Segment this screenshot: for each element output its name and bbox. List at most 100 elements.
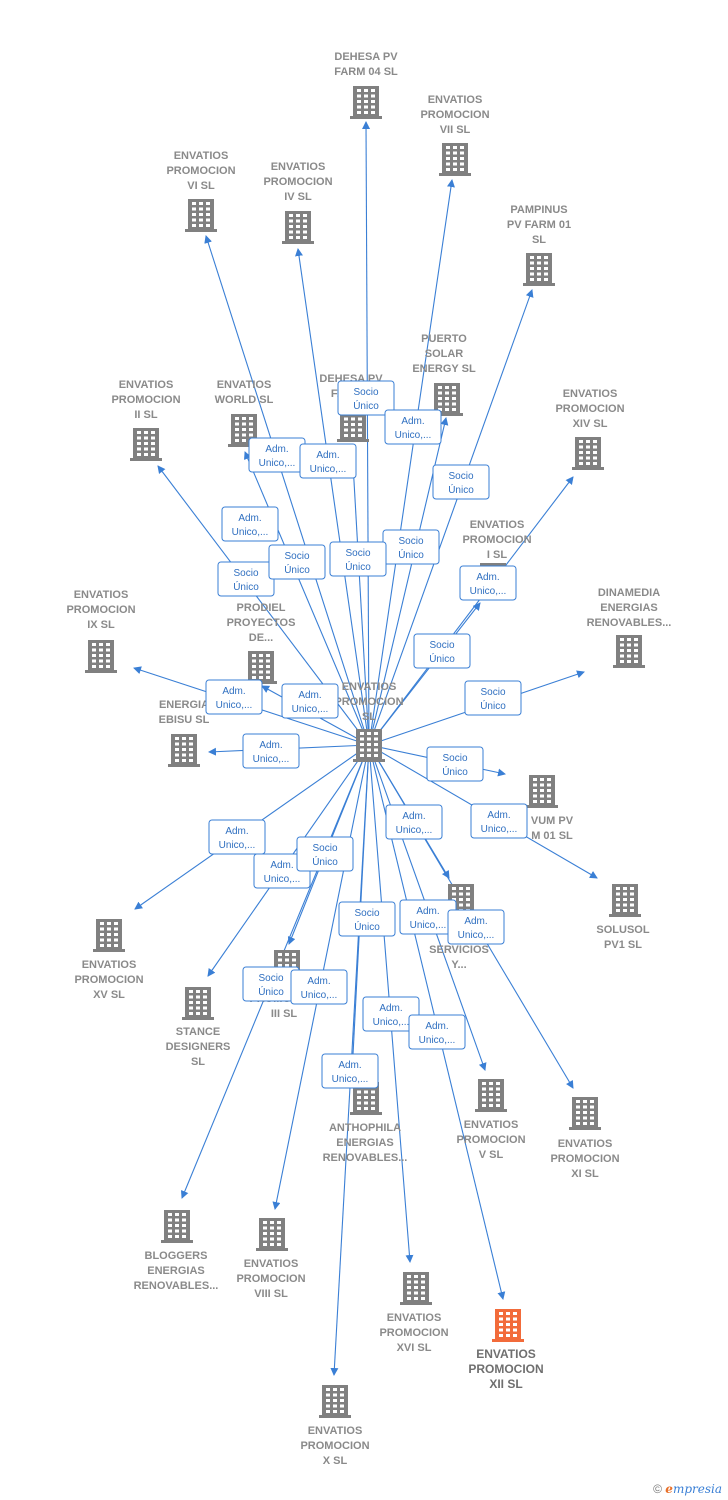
building-icon[interactable] (185, 199, 217, 232)
brand-logo[interactable]: empresia (665, 1482, 722, 1496)
edge-label-box[interactable]: Adm.Unico,... (281, 683, 339, 719)
edge-label-text: Adm.Unico,... (395, 416, 432, 441)
edge-line-n11 (368, 602, 481, 746)
edge-label-box[interactable]: Adm.Unico,... (408, 1014, 466, 1050)
edge-label-text: Adm.Unico,... (253, 740, 290, 765)
building-icon[interactable] (350, 86, 382, 119)
edge-label-box[interactable]: Adm.Unico,... (248, 437, 306, 473)
edge-label-text: Adm.Unico,... (216, 686, 253, 711)
building-icon[interactable] (256, 1218, 288, 1251)
building-icon[interactable] (400, 1272, 432, 1305)
edge-label-text: Adm.Unico,... (373, 1003, 410, 1028)
edge-label-box[interactable]: Adm.Unico,... (321, 1053, 379, 1089)
edge-label-box[interactable]: Adm.Unico,... (362, 996, 420, 1032)
edge-label-text: Adm.Unico,... (410, 906, 447, 931)
building-icon[interactable] (130, 428, 162, 461)
edge-label-text: Adm.Unico,... (332, 1060, 369, 1085)
building-icon[interactable] (572, 437, 604, 470)
edge-line-n4 (295, 248, 370, 746)
edge-label-box[interactable]: Adm.Unico,... (447, 909, 505, 945)
building-icon[interactable] (475, 1079, 507, 1112)
edge-label-box[interactable]: Adm.Unico,... (299, 443, 357, 479)
edge-label-box[interactable]: Adm.Unico,... (205, 679, 263, 715)
edge-label-box[interactable]: Adm.Unico,... (208, 819, 266, 855)
edge-line-n1 (362, 121, 371, 746)
building-icon[interactable] (245, 651, 277, 684)
building-icon[interactable] (353, 729, 385, 762)
building-icon[interactable] (319, 1385, 351, 1418)
building-icon[interactable] (613, 635, 645, 668)
edge-line-n3 (204, 235, 370, 746)
edge-label-text: Adm.Unico,... (219, 826, 256, 851)
building-icon[interactable] (161, 1210, 193, 1243)
building-icon[interactable] (282, 211, 314, 244)
building-icon[interactable] (439, 143, 471, 176)
edge-label-box[interactable]: Adm.Unico,... (253, 853, 311, 889)
building-icon[interactable] (93, 919, 125, 952)
edge-line-n8 (244, 451, 370, 746)
building-icon[interactable] (182, 987, 214, 1020)
edge-label-text: Adm.Unico,... (264, 860, 301, 885)
edge-label-text: Adm.Unico,... (310, 450, 347, 475)
edge-label-box[interactable]: Adm.Unico,... (242, 733, 300, 769)
edge-label-text: Adm.Unico,... (458, 916, 495, 941)
building-icon[interactable] (168, 734, 200, 767)
edge-line-n5 (368, 289, 534, 746)
building-icon[interactable] (523, 253, 555, 286)
edge-line-n2 (368, 179, 455, 746)
edge-label-box[interactable]: Adm.Unico,... (290, 969, 348, 1005)
building-icon[interactable] (569, 1097, 601, 1130)
building-icon[interactable] (85, 640, 117, 673)
edge-line-n10 (368, 476, 574, 746)
edge-label-text: Adm.Unico,... (481, 810, 518, 835)
edge-label-text: Adm.Unico,... (419, 1021, 456, 1046)
edge-label-box[interactable]: Adm.Unico,... (385, 804, 443, 840)
edge-label-box[interactable]: Adm.Unico,... (221, 506, 279, 542)
edge-label-text: Adm.Unico,... (470, 572, 507, 597)
building-icon[interactable] (526, 775, 558, 808)
edge-label-box[interactable]: Adm.Unico,... (470, 803, 528, 839)
building-icon[interactable] (609, 884, 641, 917)
building-icon[interactable] (492, 1309, 524, 1342)
edge-label-text: Adm.Unico,... (396, 811, 433, 836)
edge-label-text: Adm.Unico,... (301, 976, 338, 1001)
edge-label-box[interactable]: Adm.Unico,... (384, 409, 442, 445)
edge-line-n9 (348, 445, 370, 746)
edge-label-box[interactable]: Adm.Unico,... (459, 565, 517, 601)
